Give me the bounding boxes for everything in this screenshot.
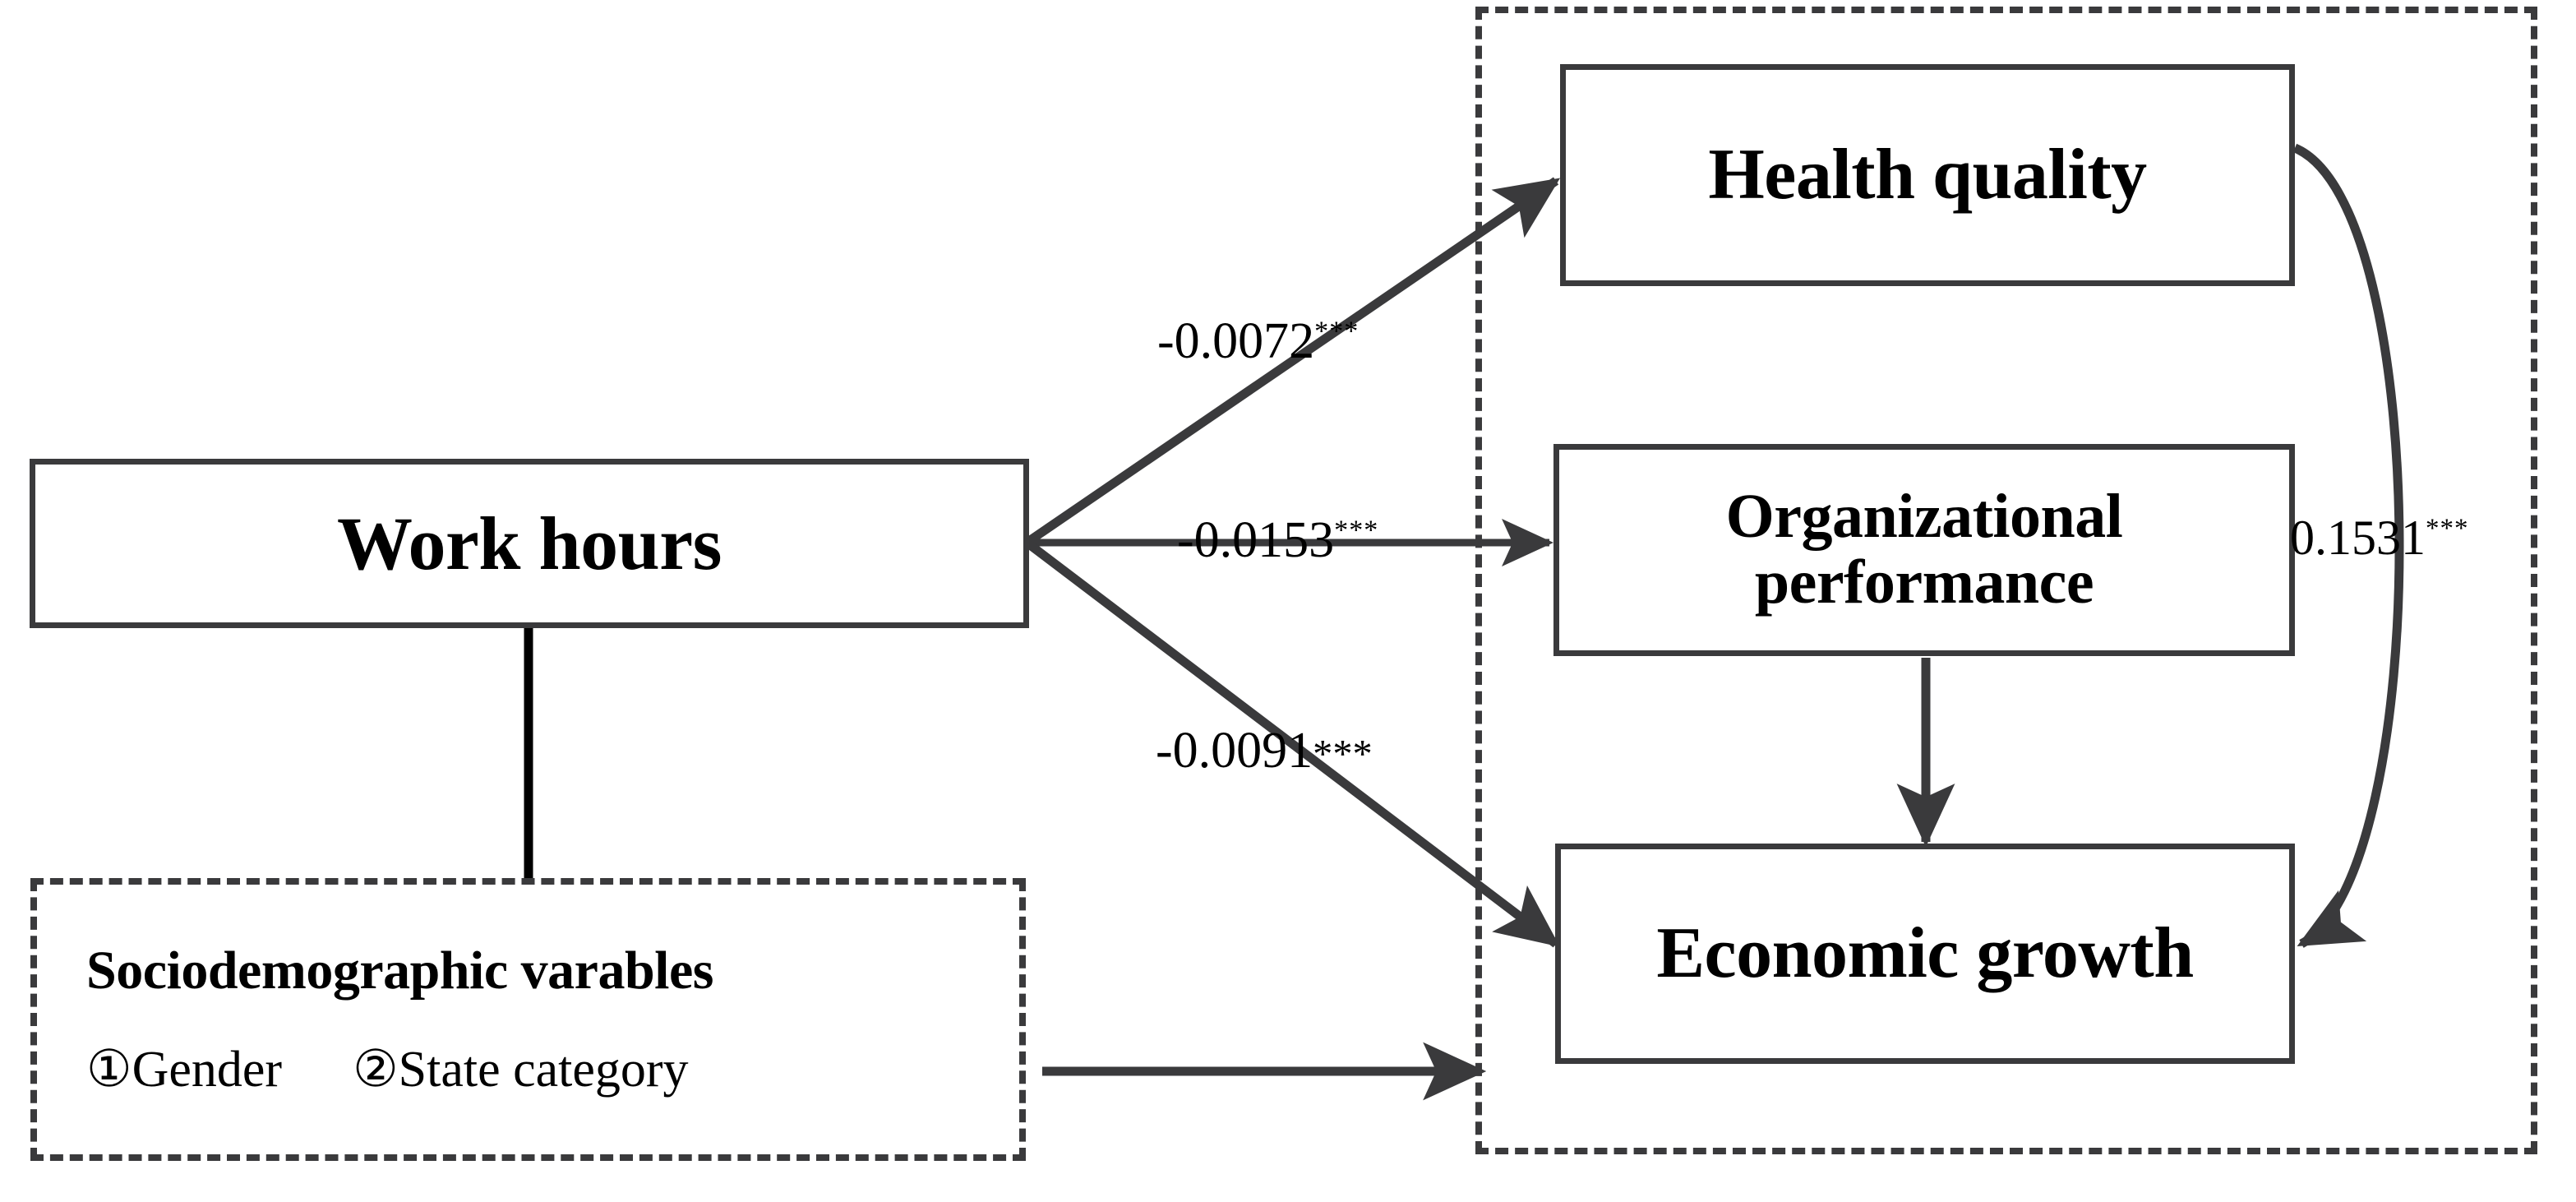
path-work-hours-to-economic-growth [1026, 540, 1560, 948]
circled-one-icon: ① [86, 1042, 132, 1098]
sociodemographic-group: Sociodemographic varables ①Gender ②State… [30, 878, 1026, 1161]
path-label-work-hours-to-health-quality: -0.0072*** [1157, 312, 1359, 371]
node-organizational-performance-line2: performance [1754, 548, 2094, 617]
outcomes-group-boundary [1475, 7, 2537, 1154]
significance-stars: *** [1314, 316, 1360, 347]
node-economic-growth-label: Economic growth [1656, 913, 2194, 993]
node-health-quality-label: Health quality [1708, 134, 2147, 215]
significance-stars: *** [1334, 515, 1379, 546]
path-work-hours-to-health-quality [1026, 177, 1561, 545]
sociodemographic-items: ①Gender ②State category [86, 1038, 689, 1099]
coefficient-value: 0.1531 [2290, 511, 2426, 565]
sociodemographic-item-state-category-label: State category [398, 1042, 689, 1098]
sociodemographic-item-state-category: ②State category [353, 1038, 689, 1099]
sociodemographic-group-boundary [30, 878, 1026, 1161]
significance-stars: *** [1313, 733, 1373, 776]
sociodemographic-item-gender: ①Gender [86, 1038, 282, 1099]
significance-stars: *** [2426, 514, 2469, 543]
node-organizational-performance-line1: Organizational [1725, 482, 2123, 552]
node-health-quality[interactable]: Health quality [1560, 64, 2295, 286]
node-work-hours-label: Work hours [337, 501, 722, 585]
node-economic-growth[interactable]: Economic growth [1555, 844, 2295, 1064]
sociodemographic-item-gender-label: Gender [132, 1042, 283, 1098]
sociodemographic-title: Sociodemographic varables [86, 941, 713, 1001]
coefficient-value: -0.0153 [1177, 512, 1335, 568]
path-health-quality-to-economic-growth [2292, 143, 2404, 948]
path-label-work-hours-to-organizational-performance: -0.0153*** [1177, 511, 1378, 570]
node-work-hours[interactable]: Work hours [30, 459, 1029, 628]
path-label-health-quality-to-economic-growth: 0.1531*** [2290, 510, 2469, 566]
node-organizational-performance[interactable]: Organizational performance [1553, 444, 2295, 656]
coefficient-value: -0.0091 [1156, 723, 1313, 779]
circled-two-icon: ② [353, 1042, 399, 1098]
path-label-work-hours-to-economic-growth: -0.0091*** [1156, 722, 1373, 780]
node-organizational-performance-label: Organizational performance [1725, 482, 2123, 617]
coefficient-value: -0.0072 [1157, 313, 1315, 369]
